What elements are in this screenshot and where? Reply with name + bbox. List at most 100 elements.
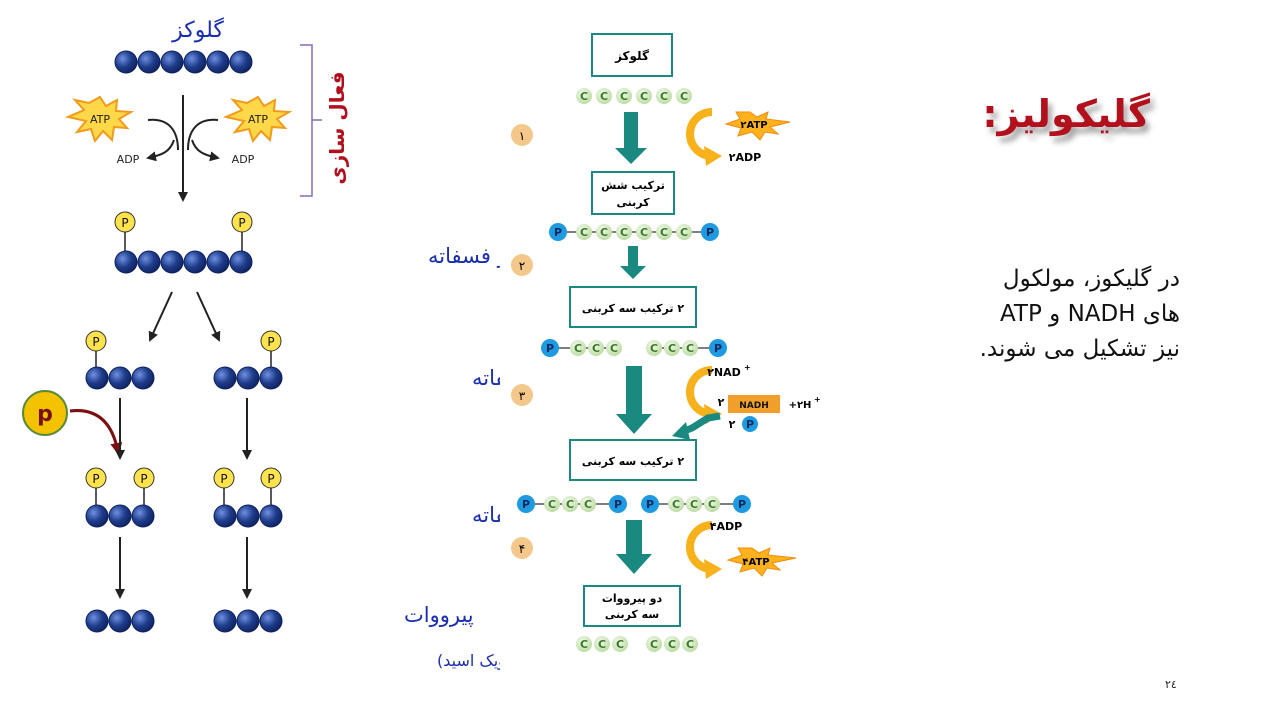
- sugar-diphosphate-molecules: P P P P: [85, 467, 283, 528]
- svg-text:۲: ۲: [718, 396, 725, 409]
- six-carbon-compound-box: [591, 171, 675, 215]
- phosphorylated-six-carbon-chain: P C C C C C C P: [549, 223, 719, 241]
- description-line-2: های NADH و ATP: [999, 301, 1180, 327]
- svg-text:C: C: [686, 342, 694, 355]
- svg-text:P: P: [546, 342, 554, 355]
- svg-text:C: C: [600, 226, 608, 239]
- page-number: ۲٤: [1165, 678, 1177, 691]
- svg-text:ATP: ATP: [90, 113, 110, 126]
- svg-text:P: P: [267, 472, 274, 486]
- svg-text:۴: ۴: [519, 542, 525, 556]
- svg-text:C: C: [580, 226, 588, 239]
- svg-text:C: C: [668, 342, 676, 355]
- svg-text:C: C: [672, 498, 680, 511]
- inorganic-phosphate: p: [22, 390, 68, 436]
- svg-text:۳: ۳: [519, 389, 526, 403]
- svg-text:P: P: [738, 498, 746, 511]
- glucose-phosphate-label: گلوکز فسفاته: [428, 244, 500, 268]
- svg-text:C: C: [580, 638, 588, 651]
- svg-text:p: p: [37, 402, 53, 427]
- glucose-molecule: [114, 50, 253, 74]
- adp2-label: ۲ADP: [729, 151, 761, 164]
- svg-text:۱: ۱: [519, 129, 525, 143]
- two-phosphorylated-three-carbon-chains: P C C C C C C P: [541, 339, 727, 357]
- description-line-3: نیز تشکیل می شوند.: [979, 336, 1180, 362]
- pyruvate-molecules: [85, 609, 283, 633]
- svg-text:گلوکز: گلوکز: [614, 49, 649, 64]
- svg-text:P: P: [714, 342, 722, 355]
- sugar-diphosphate-label: قند دو فسفاته: [472, 503, 500, 527]
- six-carbon-chain: C C C C C C: [576, 88, 692, 104]
- svg-text:C: C: [680, 226, 688, 239]
- atp4-label: ۴ATP: [742, 557, 769, 568]
- pyruvate-box: [583, 585, 681, 627]
- glucose-box: [591, 33, 673, 77]
- activation-bracket: [300, 44, 322, 197]
- step-1-marker: [511, 124, 533, 146]
- svg-text:NADH: NADH: [739, 401, 769, 411]
- svg-text:سه کربنی: سه کربنی: [605, 608, 659, 621]
- svg-text:C: C: [620, 226, 628, 239]
- svg-text:C: C: [668, 638, 676, 651]
- pyruvate-label: پیرووات: [404, 603, 474, 627]
- three-carbon-phosphate-molecules: P P: [85, 330, 283, 390]
- step-3-marker: [511, 384, 533, 406]
- svg-text:C: C: [650, 638, 658, 651]
- svg-text:ترکیب شش: ترکیب شش: [601, 179, 665, 192]
- slide-description: در گلیکوز، مولکول های NADH و ATP نیز تشک…: [880, 262, 1180, 367]
- three-carbon-compound-box-2: [569, 439, 697, 481]
- svg-text:C: C: [660, 90, 668, 103]
- svg-text:C: C: [584, 498, 592, 511]
- svg-text:C: C: [640, 90, 648, 103]
- svg-text:C: C: [566, 498, 574, 511]
- slide-title: گلیکولیز:: [982, 92, 1150, 136]
- svg-text:۲ ترکیب سه کربنی: ۲ ترکیب سه کربنی: [582, 455, 684, 468]
- svg-text:کربنی: کربنی: [617, 196, 651, 209]
- svg-text:P: P: [522, 498, 530, 511]
- svg-text:C: C: [660, 226, 668, 239]
- glycolysis-overview-diagram: گلوکز ATP ATP ADP ADP فعال سازی P P: [22, 17, 500, 671]
- svg-text:P: P: [614, 498, 622, 511]
- nad2-label: ۲NAD: [707, 366, 741, 379]
- adp-label-right: ADP: [232, 153, 255, 166]
- step-2-marker: [511, 254, 533, 276]
- two-pyruvate-chains: C C C C C C: [576, 636, 698, 652]
- svg-text:C: C: [680, 90, 688, 103]
- glucose-label: گلوکز: [171, 17, 224, 43]
- svg-text:دو پیرووات: دو پیرووات: [602, 592, 663, 605]
- glucose-phosphate-molecule: P P: [114, 211, 253, 274]
- glycolysis-steps-diagram: گلوکز C C C C C C ۱ ۲ATP ۲ADP ترکیب شش ک…: [511, 33, 821, 652]
- svg-text:P: P: [267, 335, 274, 349]
- two-diphosphorylated-three-carbon-chains: P C C C P P C C C P: [517, 495, 751, 513]
- svg-text:P: P: [746, 418, 754, 431]
- svg-text:ATP: ATP: [248, 113, 268, 126]
- svg-text:۲: ۲: [519, 259, 525, 273]
- description-line-1: در گلیکوز، مولکول: [1002, 266, 1180, 292]
- svg-text:+۲H: +۲H: [789, 400, 812, 411]
- svg-text:P: P: [140, 472, 147, 486]
- svg-text:+: +: [814, 395, 821, 404]
- svg-text:C: C: [580, 90, 588, 103]
- svg-text:C: C: [650, 342, 658, 355]
- svg-text:C: C: [620, 90, 628, 103]
- svg-text:P: P: [238, 216, 245, 230]
- nadh-box: [728, 395, 780, 413]
- svg-text:P: P: [121, 216, 128, 230]
- svg-text:P: P: [554, 226, 562, 239]
- svg-text:۲ ترکیب سه کربنی: ۲ ترکیب سه کربنی: [582, 302, 684, 315]
- svg-text:P: P: [92, 472, 99, 486]
- svg-text:C: C: [640, 226, 648, 239]
- atp2-label: ۲ATP: [740, 120, 767, 131]
- svg-text:P: P: [92, 335, 99, 349]
- svg-text:C: C: [690, 498, 698, 511]
- svg-text:C: C: [574, 342, 582, 355]
- activation-label: فعال سازی: [325, 71, 349, 184]
- svg-text:P: P: [646, 498, 654, 511]
- svg-text:C: C: [686, 638, 694, 651]
- svg-text:P: P: [220, 472, 227, 486]
- svg-text:۲: ۲: [729, 418, 736, 431]
- svg-text:P: P: [706, 226, 714, 239]
- svg-text:C: C: [548, 498, 556, 511]
- three-carbon-phosphate-label: ۳ کربنه فسفاته: [472, 366, 500, 390]
- svg-text:C: C: [592, 342, 600, 355]
